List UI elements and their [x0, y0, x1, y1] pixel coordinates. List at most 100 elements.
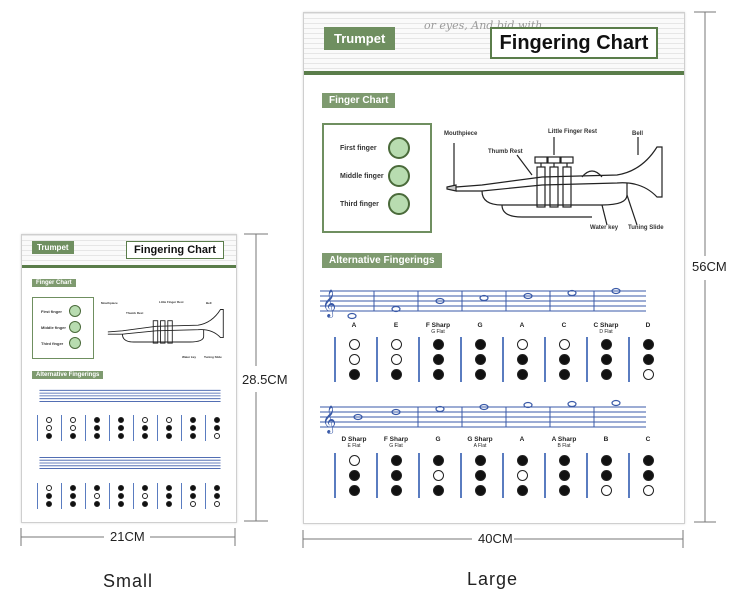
small-valve-2 [94, 425, 100, 431]
small-valve-line [133, 483, 134, 509]
small-valve-3 [166, 501, 172, 507]
valve-3-pressed [558, 485, 570, 496]
small-valve-line [85, 483, 86, 509]
small-legend: First finger Middle finger Third finger [32, 297, 94, 359]
small-valve-2 [118, 425, 124, 431]
small-trumpet-illustration [107, 309, 224, 344]
valve-1-pressed [516, 455, 528, 466]
valve-3-pressed [348, 369, 360, 380]
large-width-label: 40CM [478, 531, 513, 546]
third-finger-circle [388, 193, 410, 215]
valve-column-line [334, 453, 336, 498]
large-legend: First finger Middle finger Third finger [322, 123, 432, 233]
middle-finger-circle [388, 165, 410, 187]
small-valve-2 [118, 493, 124, 499]
valve-1-pressed [600, 455, 612, 466]
small-part-bell: Bell [206, 301, 212, 305]
valve-3-pressed [516, 369, 528, 380]
small-valve-2 [214, 425, 220, 431]
valve-1-pressed [600, 339, 612, 350]
small-third-finger-circle [69, 337, 81, 349]
small-valve-1 [46, 485, 52, 491]
svg-text:𝄞: 𝄞 [322, 405, 336, 434]
valve-1-pressed [558, 455, 570, 466]
valve-2-pressed [642, 470, 654, 481]
valve-column-line [628, 453, 630, 498]
valve-3-pressed [432, 369, 444, 380]
legend-row-third: Third finger [324, 193, 430, 219]
small-valve-1 [94, 485, 100, 491]
small-valve-line [109, 483, 110, 509]
large-section-finger-chart: Finger Chart [322, 93, 396, 108]
note-label: C [645, 436, 651, 443]
small-valve-3 [190, 433, 196, 439]
valve-3-open [642, 369, 654, 380]
small-valve-line [205, 483, 206, 509]
valve-column-line [460, 337, 462, 382]
valve-3-pressed [474, 369, 486, 380]
small-valve-3 [118, 433, 124, 439]
small-valve-1 [118, 417, 124, 423]
small-valve-line [85, 415, 86, 441]
valve-2-pressed [474, 470, 486, 481]
small-valve-2 [142, 493, 148, 499]
valve-2-pressed [600, 470, 612, 481]
part-mouthpiece: Mouthpiece [444, 131, 478, 137]
small-valve-line [61, 415, 62, 441]
small-valve-3 [142, 433, 148, 439]
valve-column-line [544, 337, 546, 382]
small-valve-3 [190, 501, 196, 507]
valve-2-pressed [558, 354, 570, 365]
valve-2-pressed [432, 354, 444, 365]
valve-2-pressed [600, 354, 612, 365]
large-height-label: 56CM [692, 259, 727, 274]
small-valve-1 [190, 485, 196, 491]
valve-3-pressed [474, 485, 486, 496]
valve-1-pressed [474, 455, 486, 466]
small-valve-3 [70, 433, 76, 439]
valve-3-open [600, 485, 612, 496]
first-finger-circle [388, 137, 410, 159]
small-valve-1 [166, 417, 172, 423]
small-valve-1 [94, 417, 100, 423]
valve-1-pressed [390, 455, 402, 466]
valve-1-open [558, 339, 570, 350]
large-tag: Trumpet [324, 27, 396, 50]
small-part-little-finger-rest: Little Finger Rest [159, 300, 184, 304]
part-water-key: Water key [590, 225, 619, 231]
small-valve-1 [166, 485, 172, 491]
valve-2-open [516, 470, 528, 481]
valve-2-pressed [558, 470, 570, 481]
small-height-label: 28.5CM [242, 372, 288, 387]
small-valve-3 [214, 501, 220, 507]
large-title: Fingering Chart [490, 27, 658, 59]
small-valve-1 [142, 417, 148, 423]
small-title: Fingering Chart [126, 241, 224, 259]
valve-2-pressed [474, 354, 486, 365]
valve-3-pressed [390, 485, 402, 496]
small-valve-2 [70, 425, 76, 431]
valve-column-line [460, 453, 462, 498]
large-staff-1: 𝄞 [320, 287, 646, 320]
small-valve-2 [142, 425, 148, 431]
valve-2-pressed [516, 354, 528, 365]
small-valve-line [181, 415, 182, 441]
large-section-alt: Alternative Fingerings [322, 253, 442, 268]
small-valve-2 [190, 425, 196, 431]
valve-column-line [376, 453, 378, 498]
note-label: D [645, 322, 651, 329]
caption-small: Small [103, 571, 154, 591]
valve-3-pressed [600, 369, 612, 380]
valve-2-pressed [390, 470, 402, 481]
small-valve-3 [46, 433, 52, 439]
note-label: A [519, 322, 525, 329]
valve-column-line [502, 337, 504, 382]
valve-2-open [432, 470, 444, 481]
small-valve-2 [46, 425, 52, 431]
small-valve-3 [166, 433, 172, 439]
small-valve-2 [70, 493, 76, 499]
valve-1-open [348, 455, 360, 466]
